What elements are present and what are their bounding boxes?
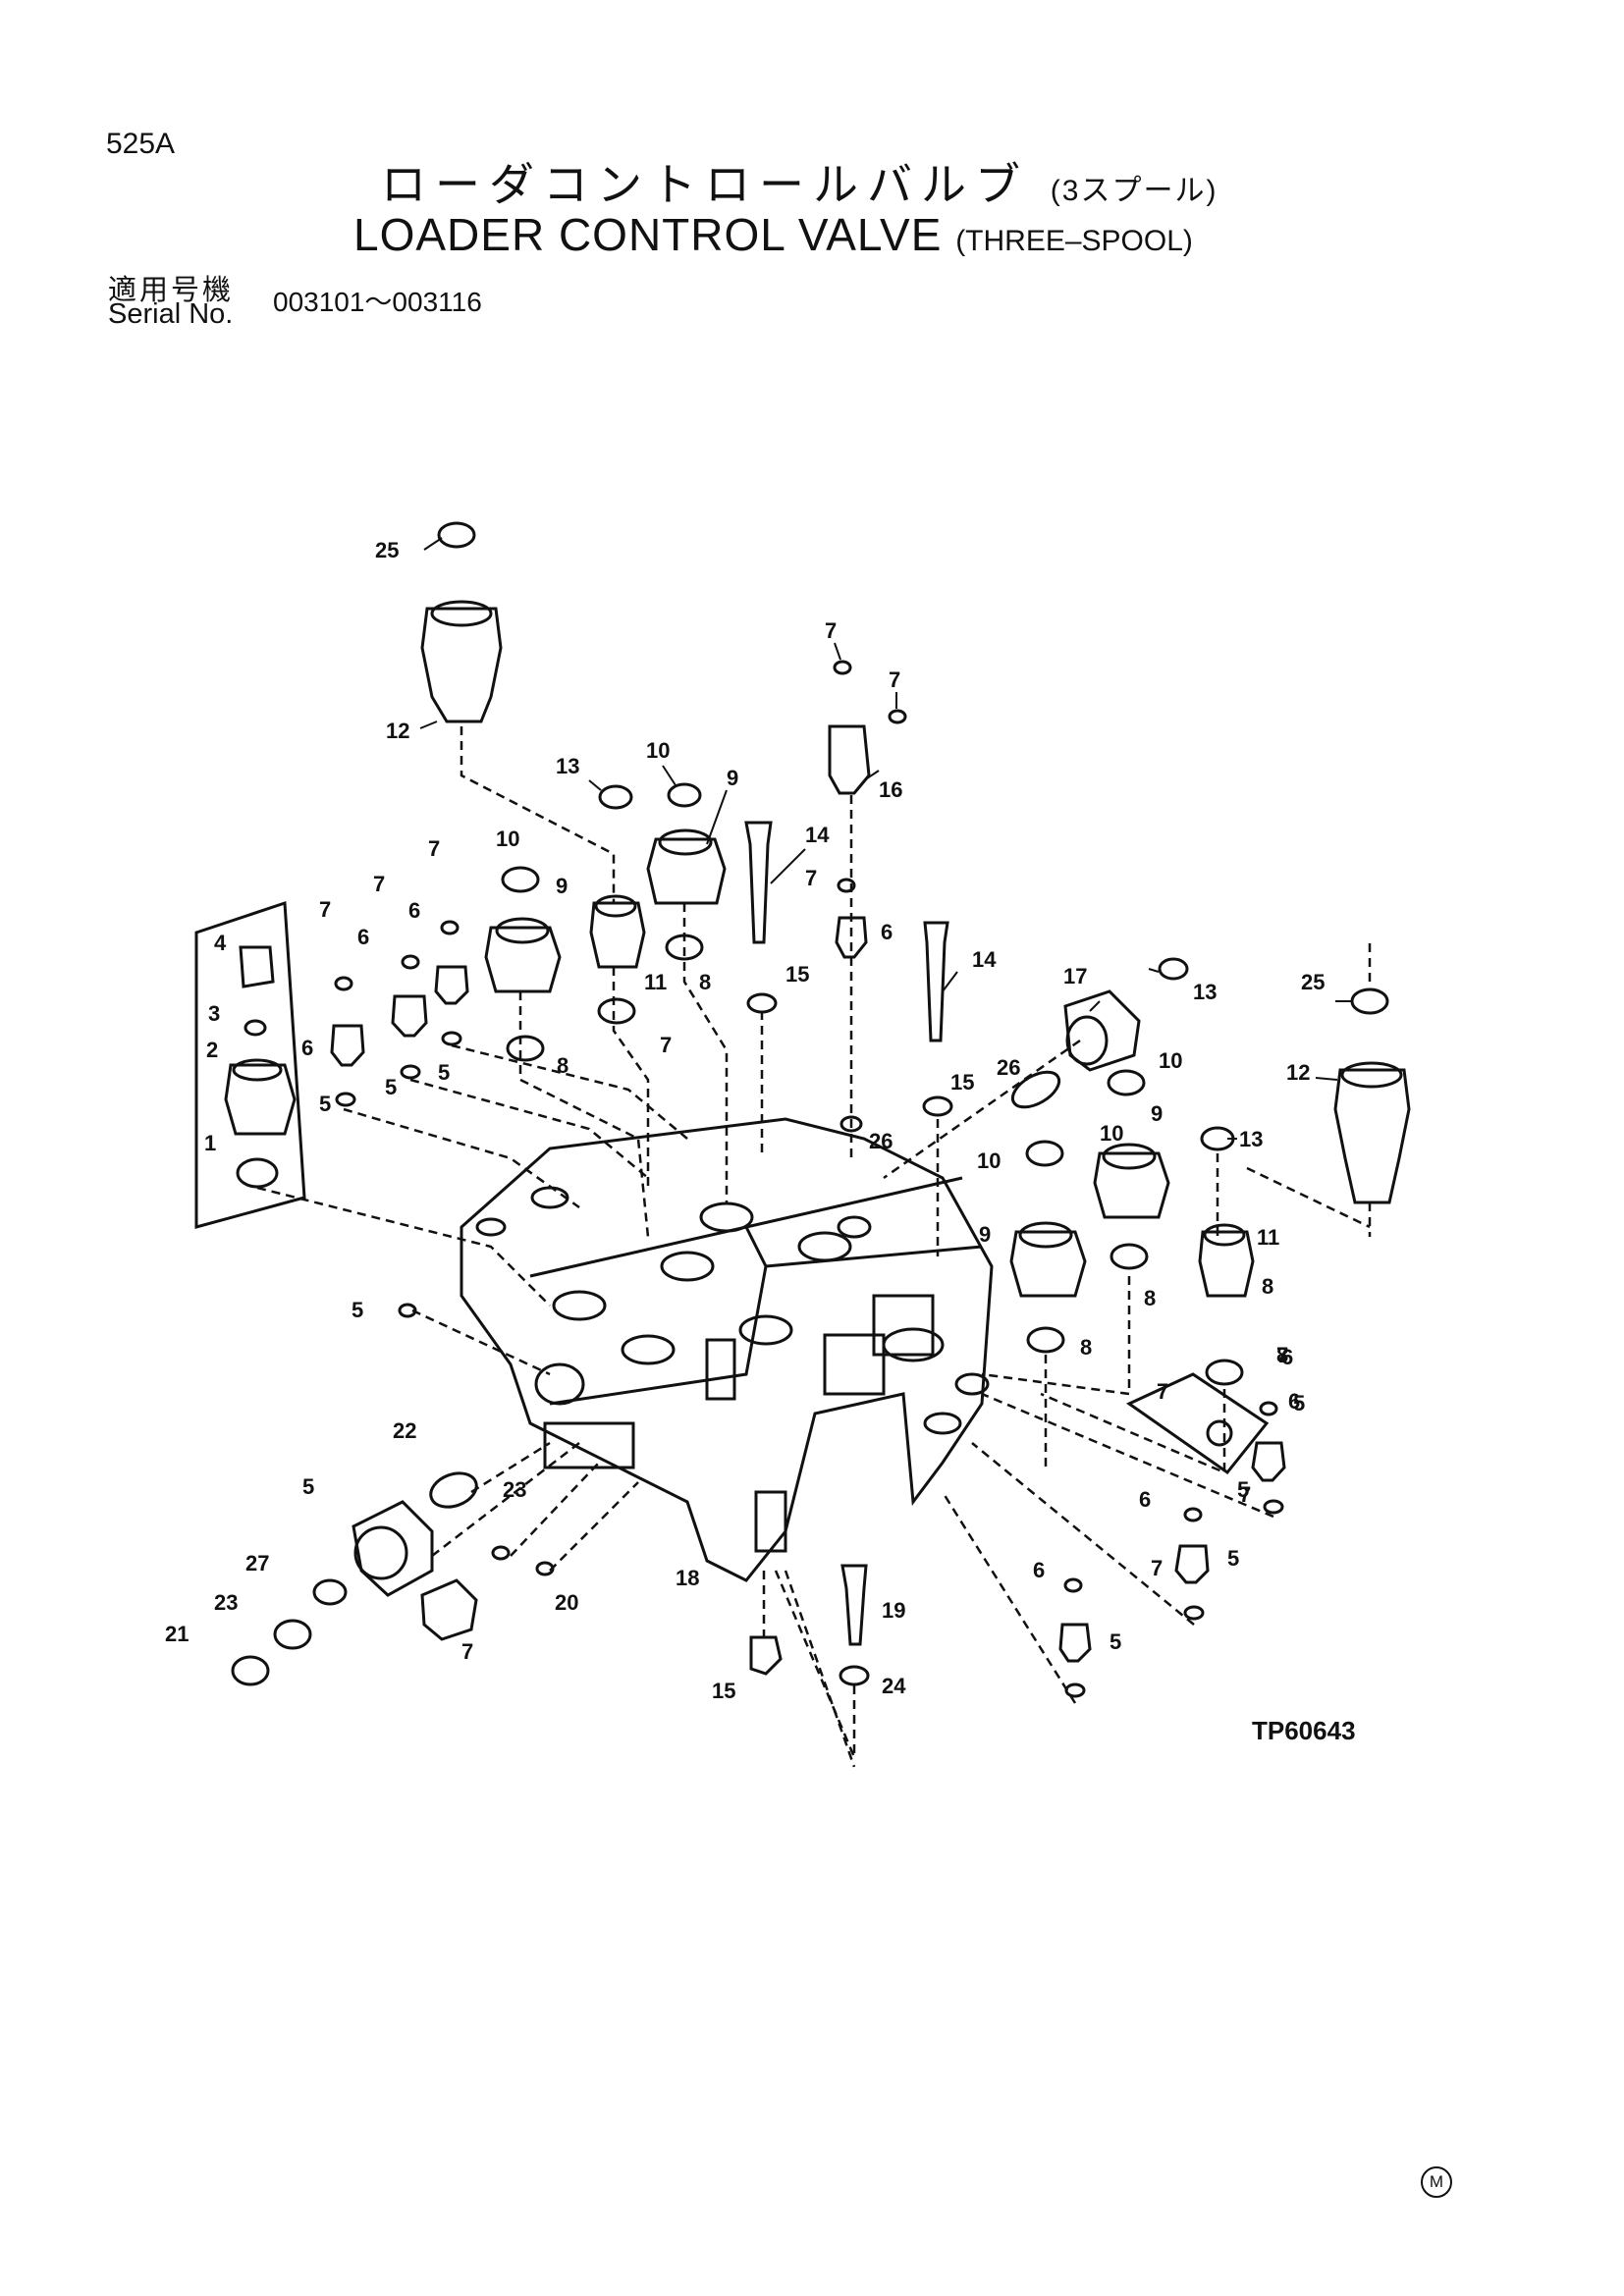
callout: 8: [699, 970, 711, 994]
callout: 7: [825, 618, 837, 643]
callout: 6: [881, 920, 893, 944]
callout: 26: [869, 1129, 893, 1153]
callout: 6: [301, 1036, 313, 1060]
callout: 24: [882, 1674, 906, 1698]
figure-code: TP60643: [1252, 1716, 1356, 1745]
callout: 2: [206, 1038, 218, 1062]
callout: 8: [1276, 1343, 1288, 1367]
callout: 23: [503, 1477, 526, 1502]
callout: 25: [375, 538, 399, 562]
callout: 6: [1281, 1345, 1293, 1369]
callout: 7: [1157, 1379, 1168, 1404]
assembly-lines: [256, 726, 1372, 1768]
corner-mark: M: [1421, 2166, 1452, 2198]
callout: 21: [165, 1622, 189, 1646]
callout: 12: [386, 719, 409, 743]
callout: 6: [1139, 1487, 1151, 1512]
callout: 13: [1239, 1127, 1263, 1151]
serial-range: 003101～003116: [273, 287, 482, 317]
callout: 7: [1276, 1343, 1288, 1367]
title-english-main: LOADER CONTROL VALVE: [353, 209, 943, 260]
callout: 6: [357, 925, 369, 949]
part-shapes: [224, 521, 1411, 1698]
serial-label-english: Serial No.: [108, 298, 234, 330]
callout: 25: [1301, 970, 1325, 994]
callout: 8: [557, 1053, 568, 1078]
callout: 14: [972, 947, 997, 972]
callout: 7: [373, 872, 385, 896]
callout: 6: [1033, 1558, 1045, 1582]
callout: 18: [676, 1566, 699, 1590]
callout: 7: [889, 667, 900, 692]
callout: 5: [1293, 1391, 1305, 1415]
callout: 7: [428, 836, 440, 861]
callout: 26: [997, 1055, 1020, 1080]
part-callouts: 25 12 13 10 9 7 7 16 14 7 6 15 14 17 13 …: [165, 538, 1325, 1703]
callout: 6: [1288, 1389, 1300, 1414]
callout: 9: [727, 766, 738, 790]
callout: 17: [1063, 964, 1087, 988]
callout: 5: [1237, 1477, 1249, 1502]
callout: 5: [1110, 1629, 1121, 1654]
callout: 13: [1193, 980, 1217, 1004]
callout: 6: [408, 898, 420, 923]
title-english: LOADER CONTROL VALVE (THREE–SPOOL): [353, 208, 1193, 261]
callout: 23: [214, 1590, 238, 1615]
callout: 8: [1144, 1286, 1156, 1310]
callout: 4: [214, 931, 227, 955]
title-english-sub: (THREE–SPOOL): [955, 225, 1193, 257]
callout: 11: [1257, 1225, 1279, 1250]
callout: 7: [1239, 1482, 1251, 1507]
callout: 9: [979, 1222, 991, 1247]
callout: 10: [1100, 1121, 1123, 1146]
callout: 15: [785, 962, 809, 987]
callout: 10: [977, 1148, 1001, 1173]
callout: 15: [712, 1679, 735, 1703]
title-japanese-main: ローダコントロールバルブ: [381, 159, 1029, 210]
callout: 11: [644, 970, 667, 994]
callout: 5: [352, 1298, 363, 1322]
title-japanese-sub: (3スプール): [1050, 175, 1218, 207]
callout: 16: [879, 777, 902, 802]
callout: 9: [556, 874, 568, 898]
callout: 7: [1151, 1556, 1163, 1580]
callout: 7: [805, 866, 817, 890]
callout: 5: [438, 1060, 450, 1085]
callout: 10: [496, 827, 519, 851]
callout: 19: [882, 1598, 905, 1623]
bracket-frame: [194, 900, 306, 1229]
callout: 15: [950, 1070, 974, 1095]
callout: 20: [555, 1590, 578, 1615]
callout: 10: [646, 738, 670, 763]
callout: 8: [1080, 1335, 1092, 1360]
callout: 5: [385, 1075, 397, 1099]
callout: 22: [393, 1418, 416, 1443]
page-number: 525A: [106, 128, 176, 160]
callout: 10: [1159, 1048, 1182, 1073]
callout: 27: [245, 1551, 269, 1575]
callout: 14: [805, 823, 830, 847]
callout: 7: [319, 897, 331, 922]
serial-label-japanese: 適用号機: [108, 275, 235, 306]
callout: 7: [461, 1639, 473, 1664]
callout: 3: [208, 1001, 220, 1026]
callout: 7: [660, 1033, 672, 1057]
part-24-frame: [1126, 1372, 1270, 1475]
callout: 9: [1151, 1101, 1163, 1126]
title-japanese: ローダコントロールバルブ (3スプール): [381, 149, 1218, 214]
callout: 5: [1227, 1546, 1239, 1571]
callout: 13: [556, 754, 579, 778]
callout: 1: [204, 1131, 216, 1155]
callout: 12: [1286, 1060, 1310, 1085]
leader-lines: [419, 537, 1353, 1140]
callout: 8: [1262, 1274, 1273, 1299]
callout: 5: [319, 1092, 331, 1116]
callout: 5: [302, 1474, 314, 1499]
